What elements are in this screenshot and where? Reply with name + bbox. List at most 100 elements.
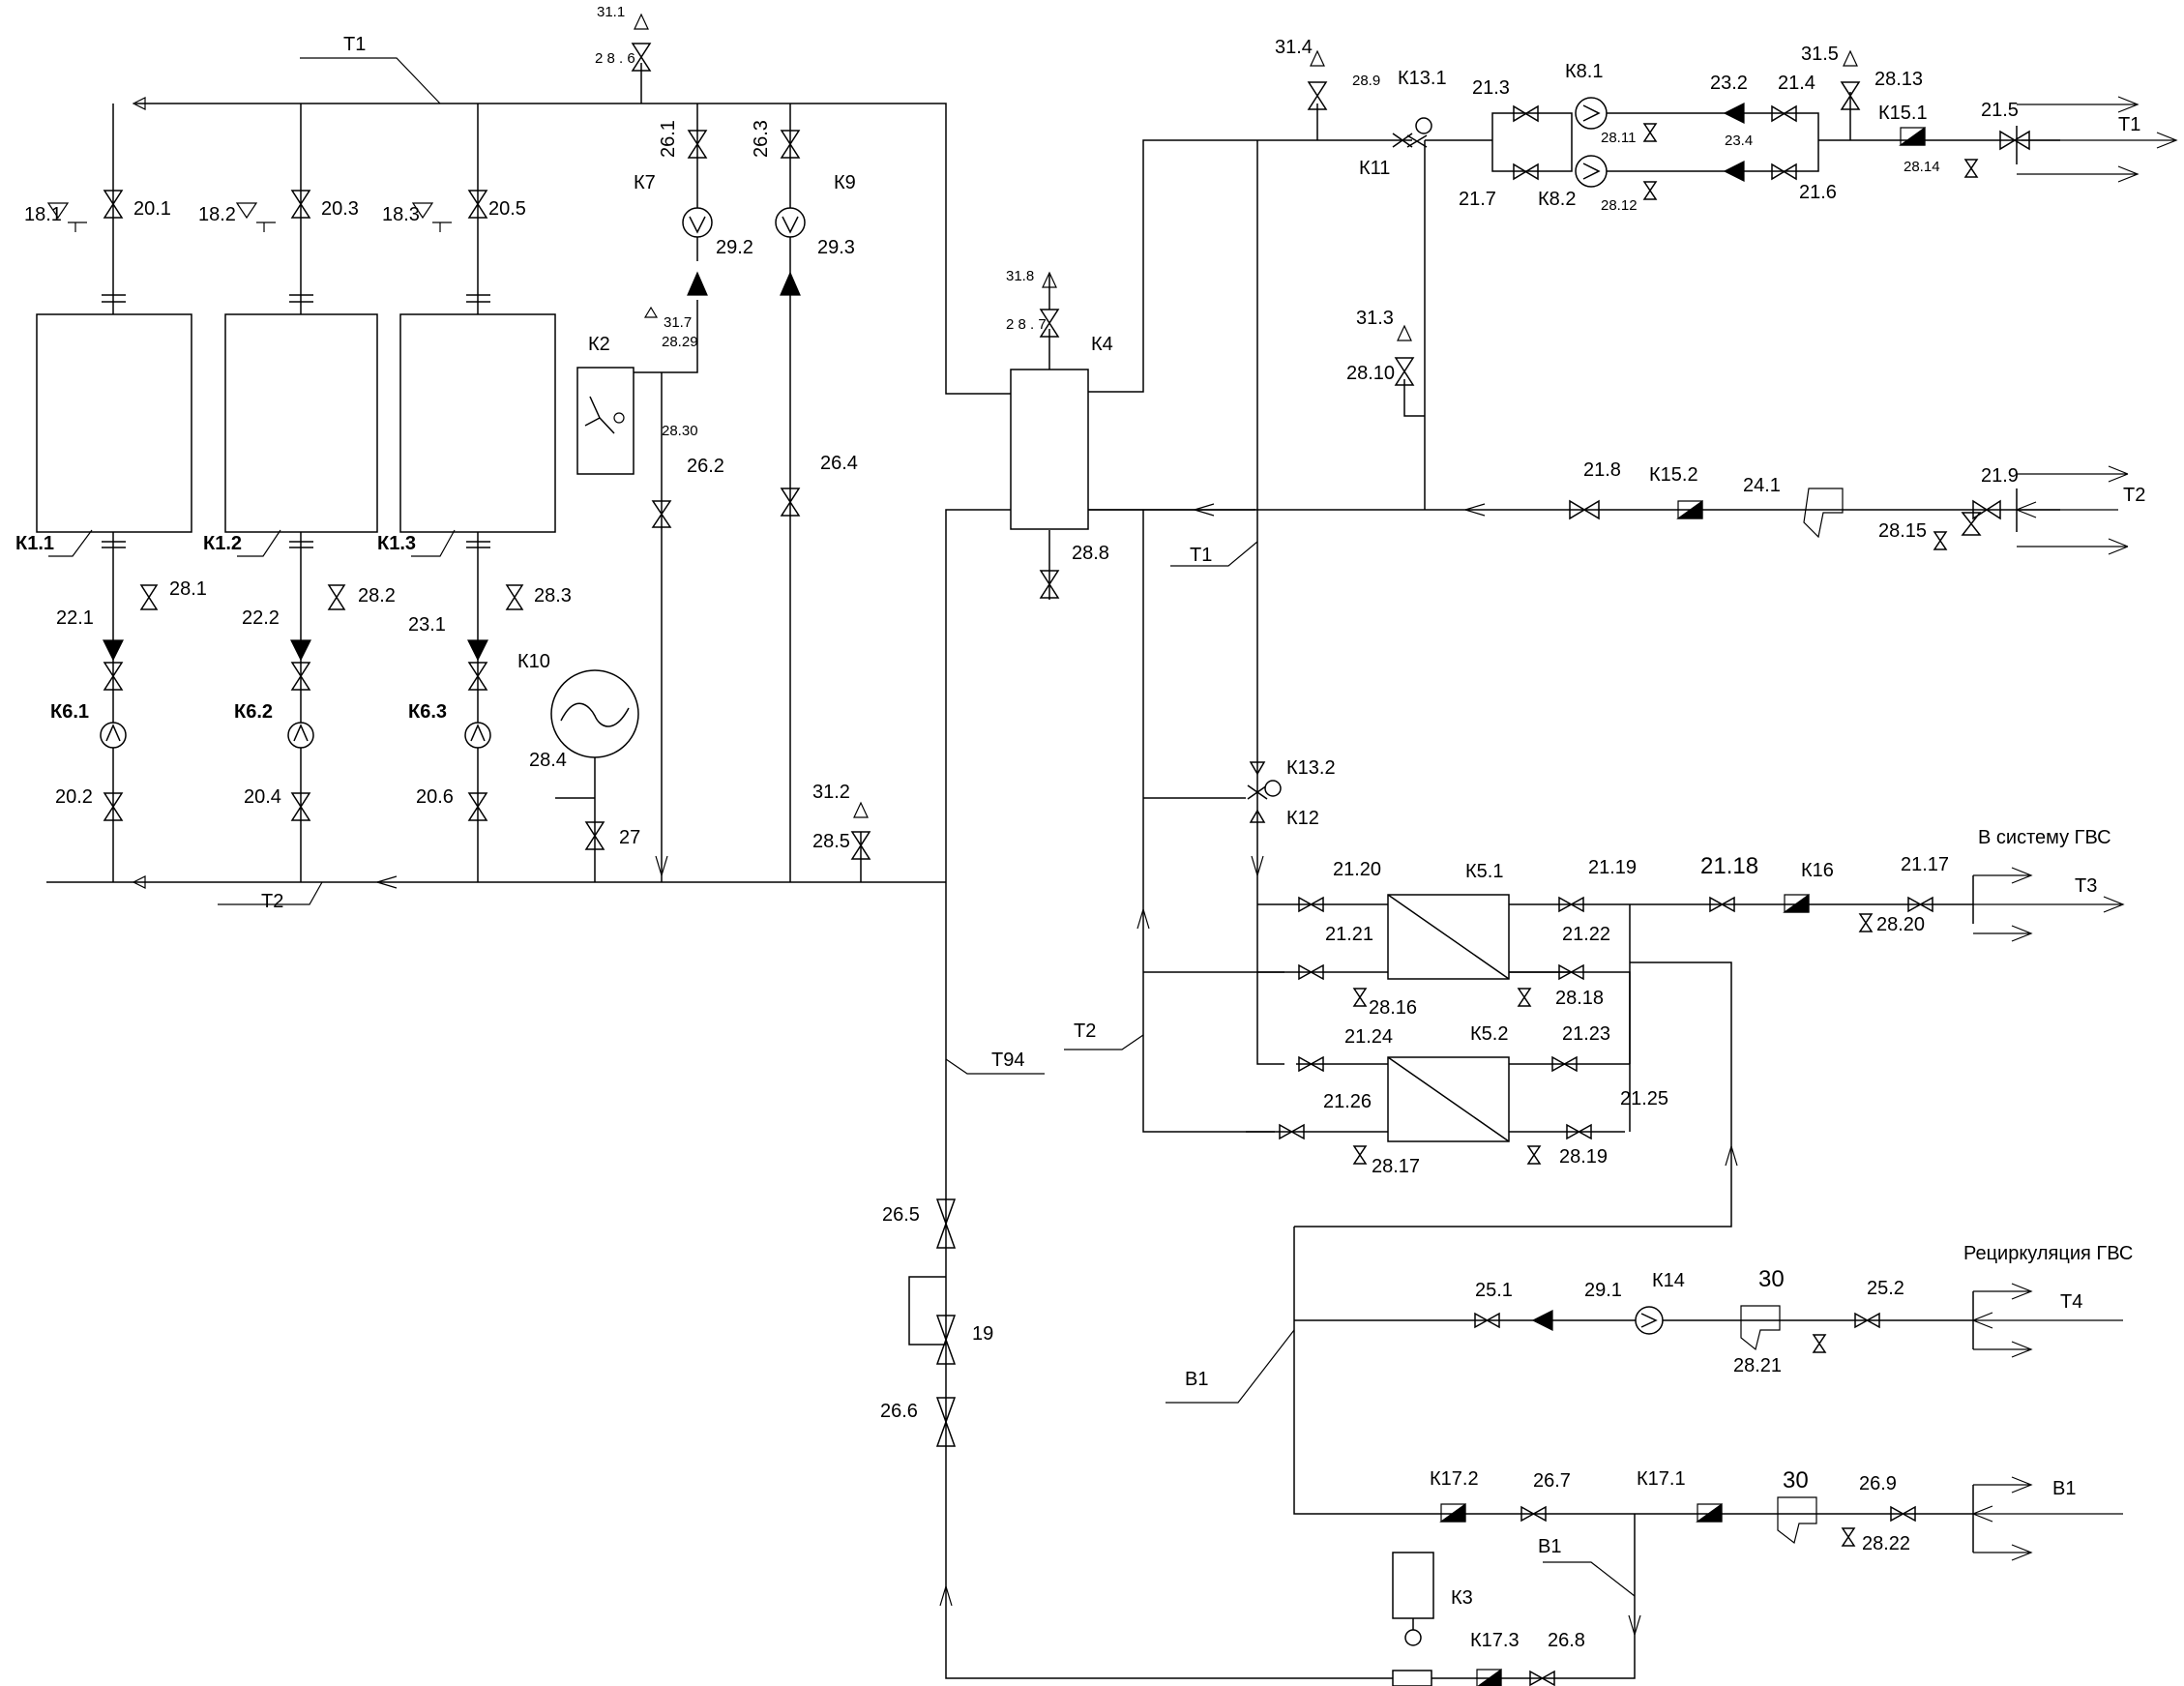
line-t1-top: Т1 bbox=[343, 34, 366, 55]
caption-gvs-recirculation: Рециркуляция ГВС bbox=[1963, 1243, 2133, 1264]
boiler-k1-3 bbox=[399, 313, 556, 533]
label-26-7: 26.7 bbox=[1533, 1470, 1571, 1492]
label-21-8: 21.8 bbox=[1583, 459, 1621, 481]
pump-k6-2 bbox=[287, 722, 314, 749]
label-28-15: 28.15 bbox=[1878, 520, 1927, 542]
label-k11: К11 bbox=[1359, 158, 1390, 179]
label-28-12: 28.12 bbox=[1601, 197, 1638, 214]
label-20-5: 20.5 bbox=[488, 198, 526, 220]
label-31-2: 31.2 bbox=[812, 782, 850, 803]
label-28-8: 28.8 bbox=[1072, 543, 1109, 564]
label-28-19: 28.19 bbox=[1559, 1146, 1608, 1168]
label-k17-3: К17.3 bbox=[1470, 1630, 1520, 1651]
label-k13-2: К13.2 bbox=[1286, 757, 1336, 779]
labels: Т1 Т2 Т1 Т2 Т1 Т2 Т94 Т3 Т4 В1 В1 В1 В с… bbox=[15, 4, 2145, 1651]
label-k9: К9 bbox=[834, 172, 856, 193]
dosing-tank-k3 bbox=[1392, 1552, 1434, 1619]
label-k5-1: К5.1 bbox=[1465, 861, 1503, 882]
unit-k2 bbox=[576, 367, 635, 475]
flow-arrows bbox=[132, 96, 2178, 1636]
line-t2-in: Т2 bbox=[2123, 485, 2145, 506]
label-k15-1: К15.1 bbox=[1878, 103, 1928, 124]
label-28-2: 28.2 bbox=[358, 585, 396, 606]
label-31-1: 31.1 bbox=[597, 4, 625, 20]
line-b1-main: В1 bbox=[1185, 1369, 1208, 1390]
label-21-20: 21.20 bbox=[1333, 859, 1381, 880]
label-27: 27 bbox=[619, 827, 640, 848]
label-23-4: 23.4 bbox=[1725, 133, 1753, 149]
label-31-8: 31.8 bbox=[1006, 268, 1034, 284]
label-21-18: 21.18 bbox=[1700, 853, 1758, 879]
label-20-2: 20.2 bbox=[55, 786, 93, 808]
label-28-4: 28.4 bbox=[529, 750, 567, 771]
label-28-7: 2 8 . 7 bbox=[1006, 316, 1047, 333]
label-28-20: 28.20 bbox=[1876, 914, 1925, 935]
line-b1-in: В1 bbox=[2052, 1478, 2076, 1499]
label-21-22: 21.22 bbox=[1562, 924, 1610, 945]
line-t4-in: Т4 bbox=[2060, 1291, 2082, 1313]
label-28-10: 28.10 bbox=[1346, 363, 1395, 384]
pump-k6-3 bbox=[464, 722, 491, 749]
label-21-24: 21.24 bbox=[1344, 1026, 1393, 1048]
label-k7: К7 bbox=[634, 172, 656, 193]
label-21-6: 21.6 bbox=[1799, 182, 1837, 203]
label-21-23: 21.23 bbox=[1562, 1023, 1610, 1045]
label-21-5: 21.5 bbox=[1981, 100, 2019, 121]
label-k2: К2 bbox=[588, 334, 610, 355]
label-28-6: 2 8 . 6 bbox=[595, 50, 635, 67]
label-23-1: 23.1 bbox=[408, 614, 446, 636]
label-30-b: 30 bbox=[1783, 1467, 1809, 1494]
label-k1-1: К1.1 bbox=[15, 533, 54, 554]
label-22-1: 22.1 bbox=[56, 607, 94, 629]
label-21-25: 21.25 bbox=[1620, 1088, 1668, 1109]
label-26-9: 26.9 bbox=[1859, 1473, 1897, 1494]
label-21-19: 21.19 bbox=[1588, 857, 1637, 878]
boilers bbox=[36, 287, 556, 548]
line-t94: Т94 bbox=[991, 1050, 1024, 1071]
label-28-22: 28.22 bbox=[1862, 1533, 1910, 1554]
label-18-1: 18.1 bbox=[24, 204, 62, 225]
pump-k8-1 bbox=[1575, 97, 1608, 130]
label-28-11: 28.11 bbox=[1601, 130, 1636, 146]
label-26-5: 26.5 bbox=[882, 1204, 920, 1226]
label-28-16: 28.16 bbox=[1369, 997, 1417, 1019]
pumps bbox=[100, 97, 1664, 1335]
label-28-30: 28.30 bbox=[662, 423, 698, 439]
label-23-2: 23.2 bbox=[1710, 73, 1748, 94]
leader-lines bbox=[48, 57, 1636, 1597]
label-18-2: 18.2 bbox=[198, 204, 236, 225]
label-20-1: 20.1 bbox=[133, 198, 171, 220]
label-26-8: 26.8 bbox=[1548, 1630, 1585, 1651]
boiler-k1-1 bbox=[36, 313, 192, 533]
label-k1-2: К1.2 bbox=[203, 533, 242, 554]
label-26-4: 26.4 bbox=[820, 453, 858, 474]
label-24-1: 24.1 bbox=[1743, 475, 1781, 496]
label-21-3: 21.3 bbox=[1472, 77, 1510, 99]
air-vents bbox=[46, 13, 1858, 818]
label-29-2: 29.2 bbox=[716, 237, 753, 258]
label-31-5: 31.5 bbox=[1801, 44, 1839, 65]
label-26-3: 26.3 bbox=[751, 120, 772, 158]
label-28-13: 28.13 bbox=[1874, 69, 1923, 90]
label-28-29: 28.29 bbox=[662, 334, 698, 350]
line-t1-out: Т1 bbox=[2118, 114, 2140, 135]
valves bbox=[103, 43, 2030, 1686]
label-22-2: 22.2 bbox=[242, 607, 280, 629]
label-28-18: 28.18 bbox=[1555, 988, 1604, 1009]
three-way-valves bbox=[1247, 117, 1432, 823]
boiler-k1-2 bbox=[224, 313, 378, 533]
label-28-21: 28.21 bbox=[1733, 1355, 1782, 1376]
pump-k14 bbox=[1635, 1306, 1664, 1335]
label-29-3: 29.3 bbox=[817, 237, 855, 258]
label-25-2: 25.2 bbox=[1867, 1278, 1904, 1299]
heat-exchangers bbox=[550, 367, 1510, 1686]
label-k5-2: К5.2 bbox=[1470, 1023, 1508, 1045]
caption-gvs-system: В систему ГВС bbox=[1978, 827, 2111, 848]
label-k17-2: К17.2 bbox=[1430, 1468, 1479, 1490]
label-28-5: 28.5 bbox=[812, 831, 850, 852]
pump-k8-2 bbox=[1575, 155, 1608, 188]
expansion-tank-k10 bbox=[550, 669, 639, 758]
label-20-6: 20.6 bbox=[416, 786, 454, 808]
pump-k6-1 bbox=[100, 722, 127, 749]
